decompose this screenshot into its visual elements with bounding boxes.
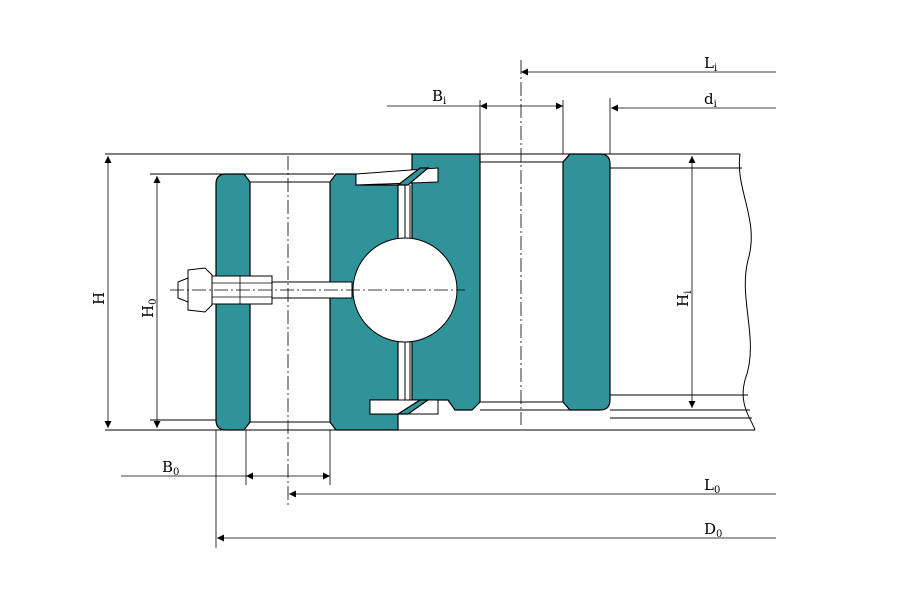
label-D0: D0 <box>704 520 722 540</box>
label-H: H <box>90 292 108 305</box>
label-Hi: Hi <box>674 291 694 307</box>
dimension-Bi: Bi <box>387 87 564 154</box>
inner-ring-right-section <box>562 153 611 411</box>
dimension-B0: B0 <box>121 430 331 485</box>
label-L0: L0 <box>704 476 720 496</box>
dimension-D0: D0 <box>215 430 776 548</box>
top-seal <box>355 167 439 186</box>
bottom-seal <box>369 399 439 415</box>
outer-mounting-hole <box>245 173 334 431</box>
center-lines <box>170 60 522 505</box>
dimension-H: H <box>90 156 112 428</box>
label-B0: B0 <box>162 458 179 478</box>
dimension-Li: Li <box>521 54 776 76</box>
label-H0: H0 <box>139 299 159 318</box>
label-Bi: Bi <box>432 87 446 107</box>
label-Li: Li <box>704 54 717 74</box>
label-di: di <box>704 90 717 110</box>
dimension-H0: H0 <box>139 176 161 428</box>
dimension-L0: L0 <box>289 476 776 498</box>
inner-mounting-hole <box>480 153 570 411</box>
dimension-di: di <box>609 90 776 154</box>
dimension-Hi: Hi <box>674 156 696 408</box>
